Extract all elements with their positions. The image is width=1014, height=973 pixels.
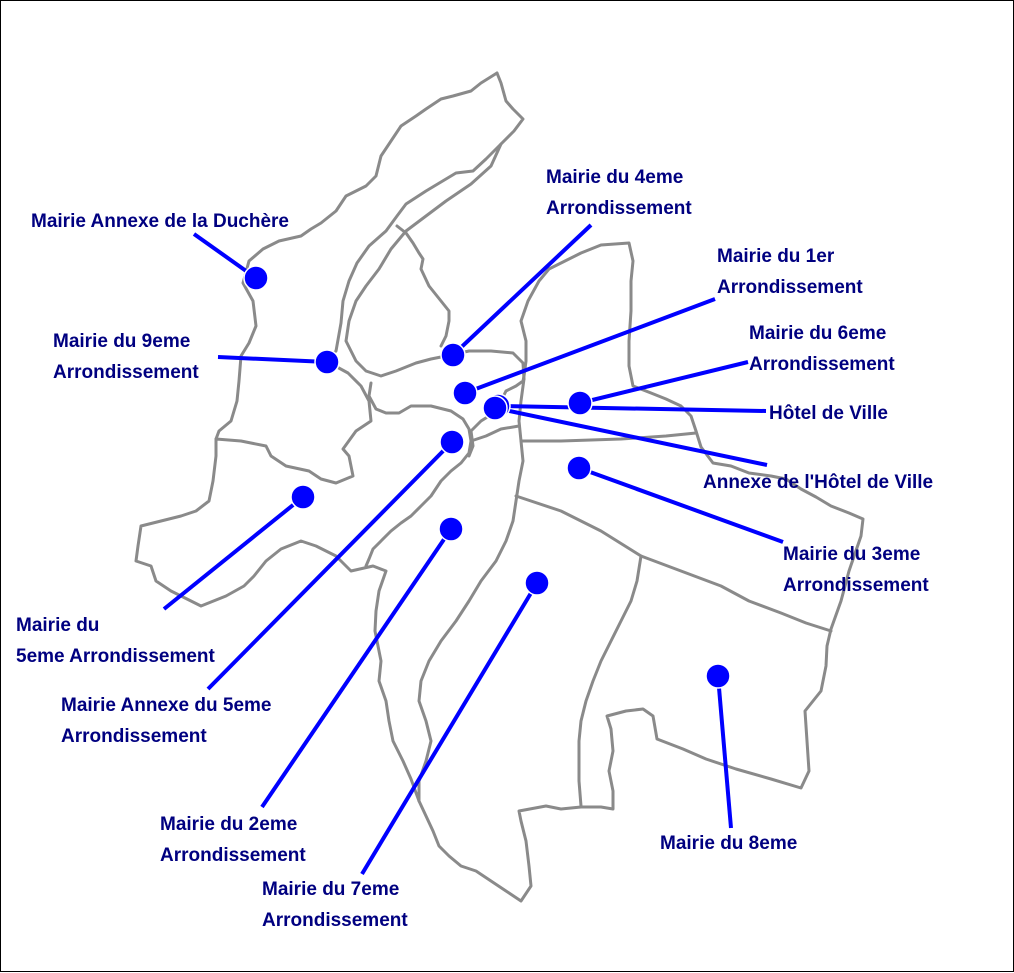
leader-line-mairie-2eme	[260, 527, 453, 809]
marker-mairie-6eme[interactable]	[567, 390, 593, 416]
label-line: Mairie du 2eme	[160, 814, 298, 835]
label-line: Mairie du 7eme	[262, 879, 400, 900]
label-mairie-3eme: Mairie du 3eme Arrondissement	[783, 539, 929, 601]
marker-mairie-8eme[interactable]	[705, 663, 731, 689]
marker-mairie-2eme[interactable]	[438, 516, 464, 542]
city-outline	[134, 71, 865, 903]
leader-line-annexe-hotel-de-ville	[494, 406, 768, 467]
label-line: Mairie du 8eme	[660, 833, 798, 854]
label-mairie-2eme: Mairie du 2eme Arrondissement	[160, 809, 306, 871]
leader-line-mairie-4eme	[451, 223, 593, 357]
label-line: Mairie du	[16, 615, 100, 636]
river-rhone-west	[469, 424, 521, 443]
leader-line-hotel-de-ville	[497, 404, 767, 413]
marker-mairie-annexe-duchere[interactable]	[243, 265, 269, 291]
label-line: Arrondissement	[61, 726, 207, 747]
leader-line-mairie-3eme	[578, 466, 784, 544]
label-line: Mairie du 1er	[717, 246, 835, 267]
label-mairie-4eme: Mairie du 4eme Arrondissement	[546, 162, 692, 224]
leader-line-mairie-9eme	[217, 355, 328, 364]
marker-mairie-7eme[interactable]	[524, 570, 550, 596]
label-line: Arrondissement	[53, 362, 199, 383]
label-annexe-hotel-de-ville: Annexe de l'Hôtel de Ville	[703, 467, 933, 498]
river-saone-south	[364, 381, 473, 568]
leader-line-mairie-7eme	[360, 581, 539, 876]
marker-mairie-3eme[interactable]	[566, 455, 592, 481]
marker-mairie-9eme[interactable]	[314, 349, 340, 375]
label-mairie-9eme: Mairie du 9eme Arrondissement	[53, 326, 199, 388]
marker-mairie-5eme[interactable]	[290, 484, 316, 510]
river-rhone	[417, 377, 526, 803]
label-line: Mairie Annexe de la Duchère	[31, 211, 290, 232]
marker-mairie-4eme[interactable]	[440, 342, 466, 368]
label-mairie-8eme: Mairie du 8eme	[660, 828, 797, 859]
label-mairie-annexe-5eme: Mairie Annexe du 5eme Arrondissement	[61, 690, 271, 752]
label-line: Mairie Annexe du 5eme	[61, 695, 272, 716]
label-line: Arrondissement	[546, 198, 692, 219]
label-mairie-6eme: Mairie du 6eme Arrondissement	[749, 318, 895, 380]
marker-mairie-1er[interactable]	[452, 380, 478, 406]
boundary-3-7	[514, 494, 833, 633]
label-line: Mairie du 3eme	[783, 544, 921, 565]
label-line: Hôtel de Ville	[769, 403, 888, 424]
label-line: Annexe de l'Hôtel de Ville	[703, 472, 934, 493]
label-line: Arrondissement	[262, 910, 408, 931]
label-line: Arrondissement	[749, 354, 895, 375]
label-mairie-annexe-duchere: Mairie Annexe de la Duchère	[31, 206, 289, 237]
label-mairie-5eme: Mairie du 5eme Arrondissement	[16, 610, 215, 672]
label-line: Arrondissement	[160, 845, 306, 866]
duchere-outline	[214, 71, 499, 441]
label-line: Mairie du 4eme	[546, 167, 684, 188]
leader-line-mairie-6eme	[579, 360, 749, 405]
marker-annexe-hotel-de-ville[interactable]	[482, 395, 508, 421]
arrondissement-boundaries	[134, 71, 865, 903]
label-line: 5eme Arrondissement	[16, 646, 215, 667]
label-mairie-7eme: Mairie du 7eme Arrondissement	[262, 874, 408, 936]
label-line: Mairie du 6eme	[749, 323, 887, 344]
marker-mairie-annexe-5eme[interactable]	[439, 429, 465, 455]
river-saone-east	[344, 142, 526, 381]
mairie-markers	[243, 265, 731, 689]
label-hotel-de-ville: Hôtel de Ville	[769, 398, 888, 429]
label-mairie-1er: Mairie du 1er Arrondissement	[717, 241, 863, 303]
leader-line-mairie-8eme	[716, 675, 733, 829]
leader-line-mairie-annexe-5eme	[206, 440, 454, 691]
boundary-7-8	[577, 554, 643, 808]
label-line: Arrondissement	[783, 575, 929, 596]
leader-line-mairie-1er	[464, 297, 716, 395]
leader-line-mairie-5eme	[162, 495, 305, 611]
label-line: Mairie du 9eme	[53, 331, 191, 352]
boundary-6-3	[519, 431, 698, 443]
label-line: Arrondissement	[717, 277, 863, 298]
boundary-4-9	[395, 224, 451, 348]
